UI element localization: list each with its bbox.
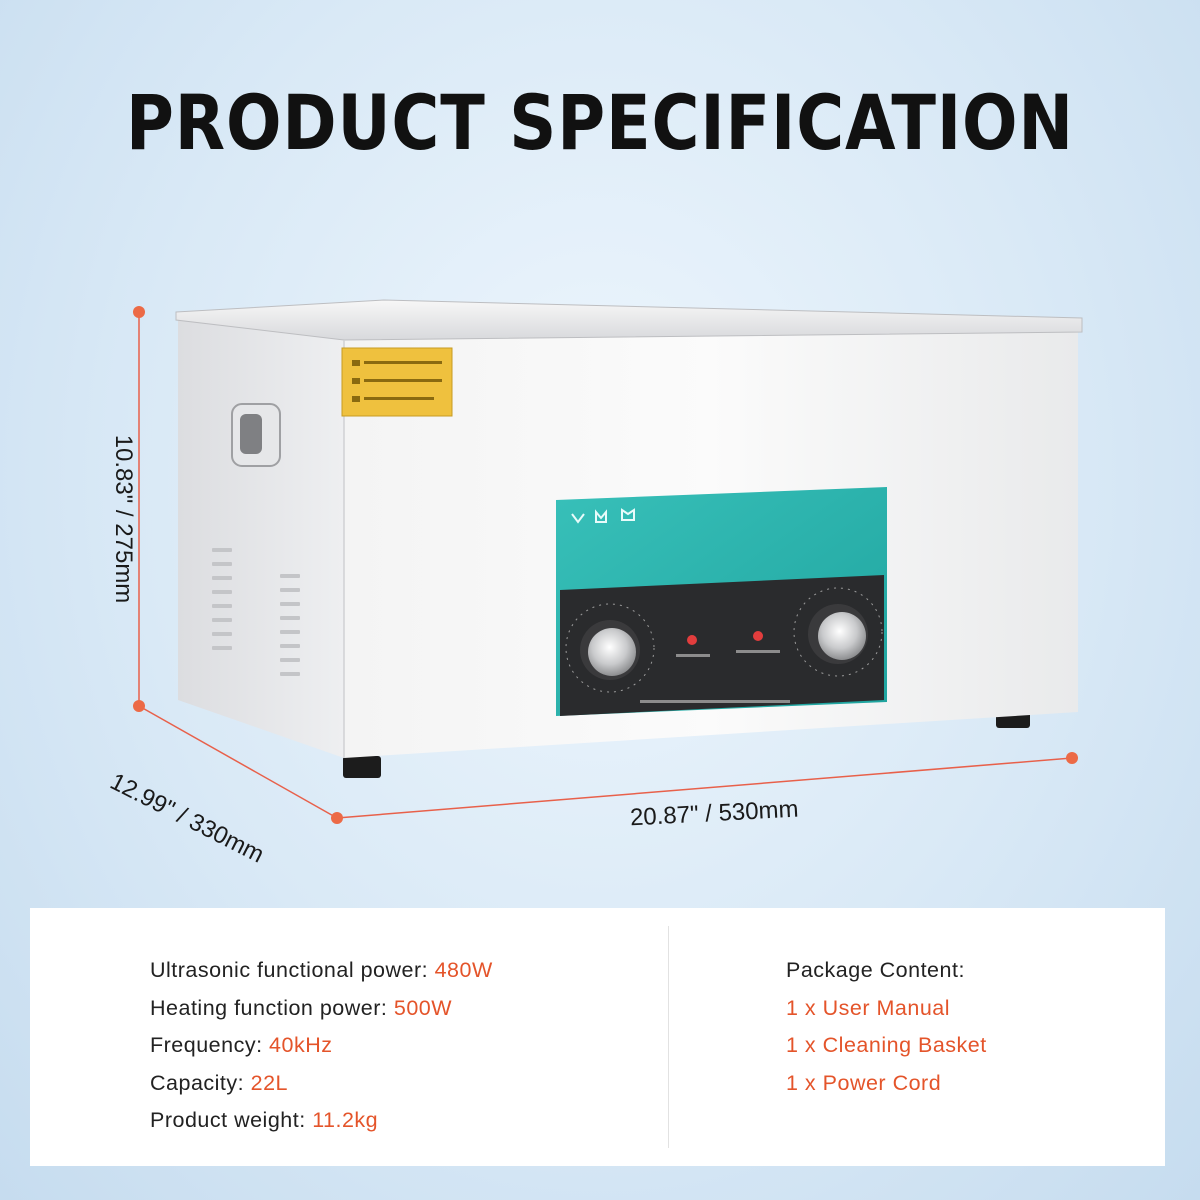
package-item: 1 x Cleaning Basket (786, 1033, 987, 1057)
spec-value: 480W (434, 958, 493, 982)
card-divider (668, 926, 669, 1148)
spec-card: Ultrasonic functional power: 480W Heatin… (30, 908, 1165, 1166)
side-face (178, 318, 344, 758)
spec-row: Product weight: 11.2kg (150, 1102, 493, 1140)
timer-knob-icon (565, 603, 655, 693)
height-dimension-label: 10.83" / 275mm (110, 434, 137, 604)
heater-knob-icon (793, 587, 883, 677)
spec-value: 11.2kg (312, 1108, 379, 1132)
package-item: 1 x User Manual (786, 995, 951, 1020)
control-plate (560, 575, 884, 716)
spec-row: Ultrasonic functional power: 480W (150, 952, 493, 990)
heating-indicator-icon (687, 635, 697, 645)
package-list: Package Content: 1 x User Manual 1 x Cle… (786, 952, 987, 1102)
spec-label: Ultrasonic functional power: (150, 958, 429, 982)
spec-label: Heating function power: (150, 995, 388, 1020)
lid-rim (175, 299, 1083, 341)
package-title: Package Content: (786, 958, 965, 982)
spec-value: 500W (393, 995, 453, 1020)
spec-label: Capacity: (150, 1070, 245, 1095)
foot-left-front (343, 756, 381, 778)
package-item: 1 x Power Cord (786, 1070, 942, 1095)
spec-label: Product weight: (150, 1108, 306, 1132)
spec-row: Capacity: 22L (150, 1065, 493, 1103)
spec-row: Heating function power: 500W (150, 990, 493, 1028)
brand-icon (571, 508, 635, 524)
spec-value: 40kHz (269, 1033, 333, 1057)
vent-slots (212, 548, 300, 676)
ultrasonic-indicator-icon (753, 631, 763, 641)
spec-label: Frequency: (150, 1033, 263, 1057)
spec-row: Frequency: 40kHz (150, 1027, 493, 1065)
spec-list: Ultrasonic functional power: 480W Heatin… (150, 952, 493, 1140)
spec-value: 22L (250, 1070, 288, 1095)
dimension-lines (133, 306, 1078, 824)
product-illustration (133, 299, 1083, 824)
page-title: PRODUCT SPECIFICATION (125, 78, 1075, 167)
